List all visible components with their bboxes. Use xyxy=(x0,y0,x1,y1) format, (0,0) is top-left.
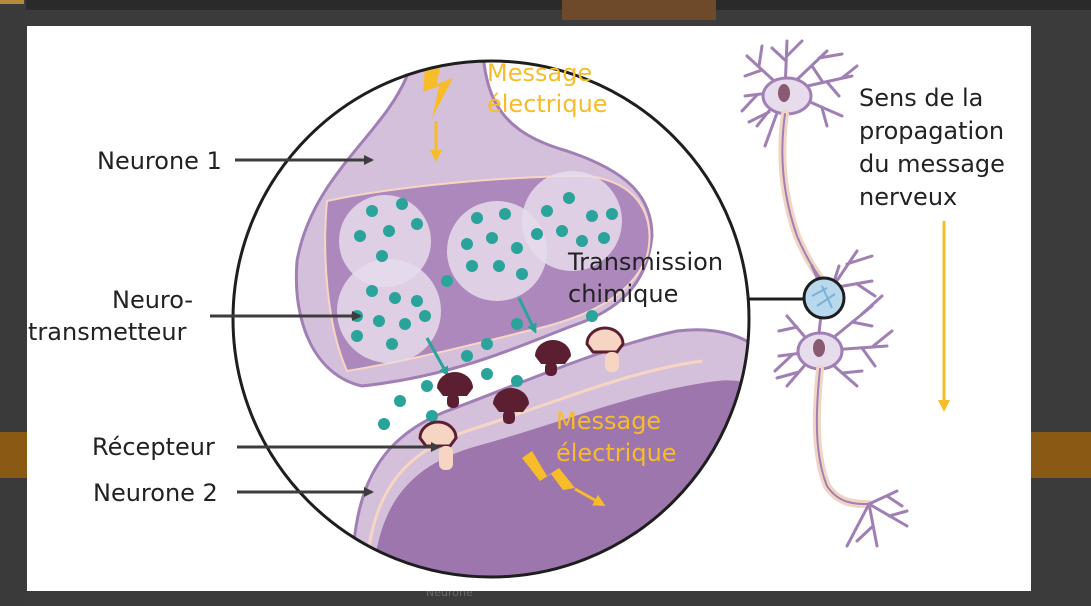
label-neurone2: Neurone 2 xyxy=(93,479,218,507)
neurotransmitter-dots xyxy=(351,192,618,430)
lightning-bolt-icon xyxy=(423,61,453,118)
background-top-bar xyxy=(0,0,1091,10)
background-thumbnail-corner xyxy=(0,0,24,4)
lightning-bolt-icon xyxy=(522,451,575,490)
synapse-magnified-view xyxy=(233,61,749,577)
label-message-bottom-line1: Message xyxy=(556,407,661,435)
label-neurotransmetteur-line2: transmetteur xyxy=(28,318,187,346)
vesicle xyxy=(522,171,622,271)
vesicle xyxy=(337,259,441,363)
label-sens-line2: propagation xyxy=(859,117,1004,145)
label-recepteur: Récepteur xyxy=(92,433,215,461)
image-lightbox: Neurone 1 Neuro- transmetteur Récepteur … xyxy=(27,26,1031,591)
label-message-top-line2: électrique xyxy=(487,90,608,118)
background-left-strip xyxy=(0,0,26,606)
label-message-bottom-line2: électrique xyxy=(556,439,677,467)
background-thumbnail xyxy=(562,0,716,20)
label-neurone1: Neurone 1 xyxy=(97,147,222,175)
neuron-chain xyxy=(740,39,909,548)
label-sens-line1: Sens de la xyxy=(859,84,983,112)
neurone2-membrane xyxy=(363,359,703,577)
magnified-circle-outline xyxy=(231,59,751,579)
label-transmission-line2: chimique xyxy=(568,280,678,308)
label-message-top-line1: Message xyxy=(487,59,592,87)
label-neurotransmetteur-line1: Neuro- xyxy=(112,286,193,314)
label-sens-line3: du message xyxy=(859,150,1005,178)
magnifier-circle-icon xyxy=(802,276,846,320)
release-arrow xyxy=(425,337,449,377)
label-sens-line4: nerveux xyxy=(859,183,957,211)
receptors xyxy=(418,326,625,470)
label-transmission-line1: Transmission xyxy=(567,248,723,276)
electric-message-arrow-bottom xyxy=(574,487,606,506)
synapse-diagram: Neurone 1 Neuro- transmetteur Récepteur … xyxy=(28,39,1005,579)
release-arrow xyxy=(517,297,537,334)
